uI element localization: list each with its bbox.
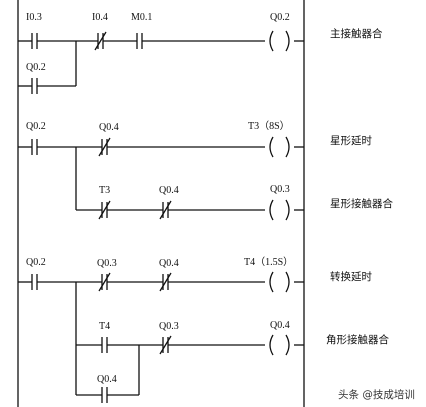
contact-label: Q0.4 [159, 185, 179, 196]
rung-description: 转换延时 [330, 270, 372, 283]
rung-3: T3 Q0.4 Q0.3 星形接触器合 [75, 147, 393, 221]
contact-no [31, 33, 38, 49]
coil-label: Q0.3 [270, 184, 290, 195]
contact-label: Q0.2 [26, 257, 46, 268]
contact-no [101, 337, 108, 353]
watermark: 头条 @技成培训 [338, 388, 415, 401]
rung-4: Q0.2 Q0.3 Q0.4 T4（1.5S） 转换延时 [18, 256, 372, 293]
contact-no [31, 78, 38, 94]
contact-label: Q0.4 [99, 122, 119, 133]
rung-description: 角形接触器合 [326, 333, 389, 346]
contact-label: T3 [99, 185, 110, 196]
contact-no [31, 274, 38, 290]
coil [269, 271, 290, 293]
coil [269, 136, 290, 158]
coil-label: T3（8S） [248, 120, 290, 132]
contact-label: M0.1 [131, 12, 152, 23]
coil [269, 30, 290, 52]
contact-no [101, 387, 108, 403]
rung-2: Q0.2 Q0.4 T3（8S） 星形延时 [18, 120, 372, 158]
coil [269, 334, 290, 356]
contact-label: Q0.2 [26, 62, 46, 73]
rung-description: 星形延时 [330, 135, 372, 147]
rung-description: 主接触器合 [330, 27, 383, 40]
contact-label: Q0.4 [159, 258, 179, 269]
contact-label: Q0.4 [97, 374, 117, 385]
rung-5: T4 Q0.3 Q0.4 Q0.4 角形接触器合 [75, 282, 389, 403]
coil-label: Q0.2 [270, 12, 290, 23]
contact-no [31, 139, 38, 155]
coil [269, 199, 290, 221]
contact-label: I0.4 [92, 12, 108, 23]
contact-label: Q0.3 [159, 321, 179, 332]
rung-1: I0.3 I0.4 M0.1 Q0.2 Q0.2 主接触器合 [18, 12, 383, 94]
contact-label: I0.3 [26, 12, 42, 23]
coil-label: Q0.4 [270, 320, 290, 331]
contact-no [136, 33, 143, 49]
rung-description: 星形接触器合 [330, 197, 393, 210]
contact-label: Q0.2 [26, 121, 46, 132]
coil-label: T4（1.5S） [244, 256, 293, 268]
contact-label: Q0.3 [97, 258, 117, 269]
contact-label: T4 [99, 321, 110, 332]
